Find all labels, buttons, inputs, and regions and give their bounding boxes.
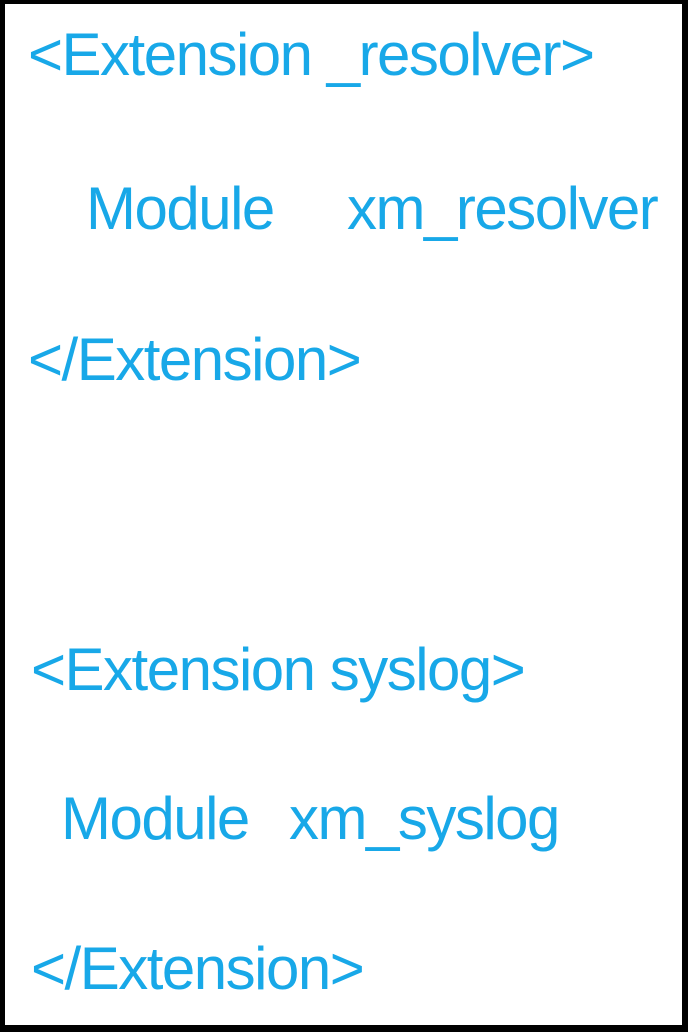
extension-resolver-open-tag: <Extension _resolver> bbox=[28, 21, 595, 88]
resolver-module-value: xm_resolver bbox=[347, 175, 659, 242]
extension-syslog-close-tag: </Extension> bbox=[31, 935, 365, 1002]
syslog-module-directive: Module bbox=[61, 785, 250, 852]
resolver-module-directive: Module bbox=[86, 175, 275, 242]
syslog-module-value: xm_syslog bbox=[289, 785, 560, 852]
extension-syslog-open-tag: <Extension syslog> bbox=[31, 636, 526, 703]
extension-resolver-close-tag: </Extension> bbox=[28, 326, 362, 393]
